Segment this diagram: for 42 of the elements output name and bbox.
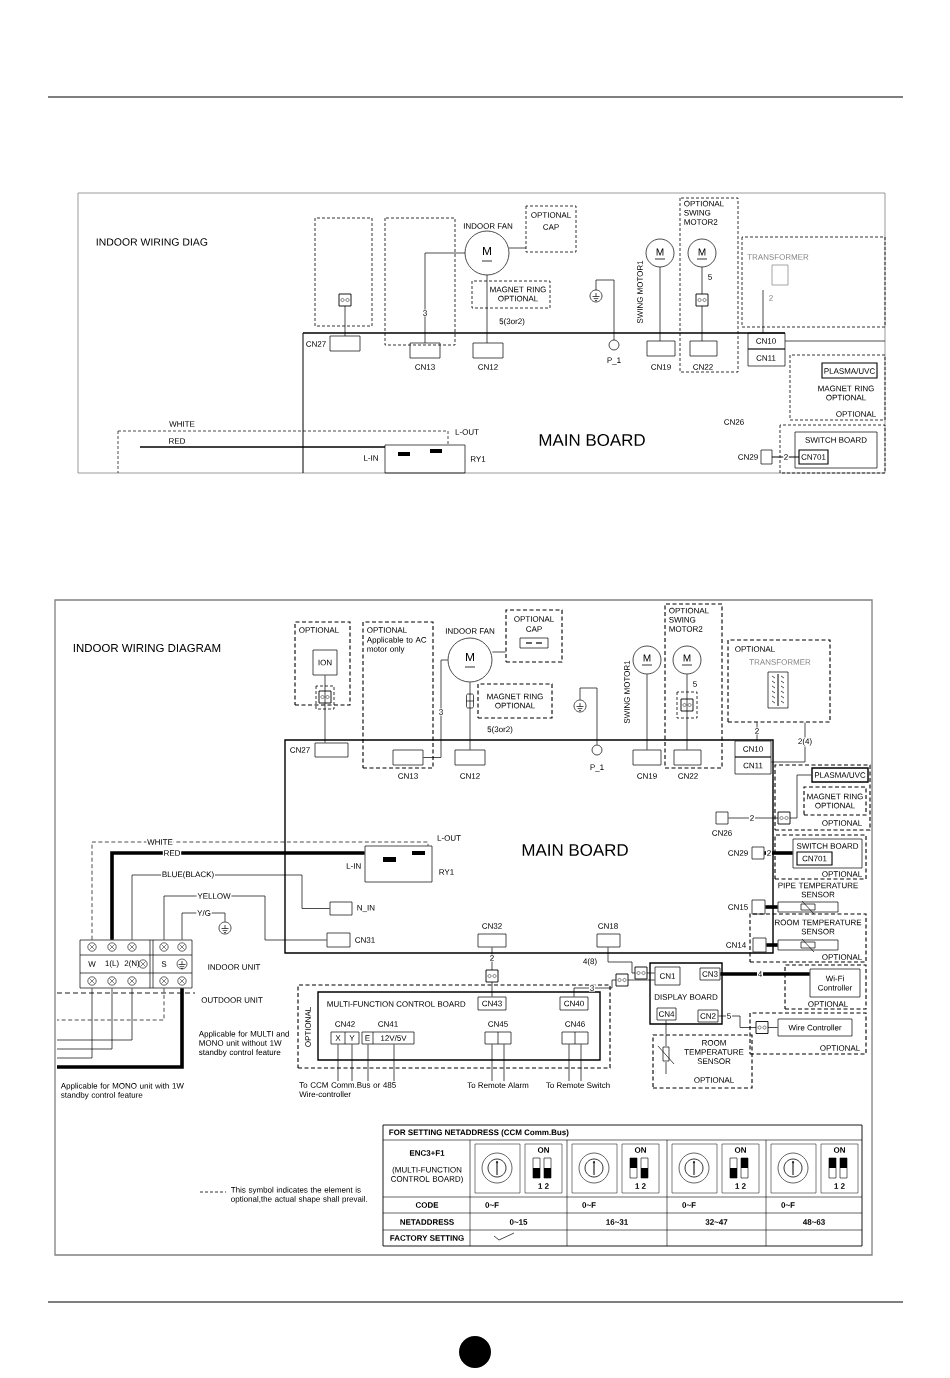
motor-label: M bbox=[656, 248, 664, 256]
wire bbox=[579, 687, 598, 745]
wire bbox=[491, 1044, 493, 1082]
diagram-title: INDOOR WIRING DIAGRAM bbox=[73, 643, 221, 653]
wire bbox=[469, 682, 471, 750]
motor-label: M bbox=[483, 246, 491, 256]
wire bbox=[568, 1044, 570, 1082]
wire bbox=[646, 674, 648, 750]
wire bbox=[181, 912, 226, 940]
wire bbox=[91, 841, 429, 940]
ground-symbol bbox=[573, 699, 587, 713]
wire bbox=[56, 988, 113, 1050]
wire bbox=[110, 851, 365, 940]
wire bbox=[56, 988, 133, 1041]
wire bbox=[756, 722, 758, 741]
wire bbox=[580, 1044, 582, 1082]
wire bbox=[56, 988, 165, 1021]
wire bbox=[771, 722, 806, 763]
wire bbox=[56, 988, 93, 1059]
wire bbox=[720, 972, 810, 976]
board-label: MAIN BOARD bbox=[539, 434, 645, 446]
wire bbox=[728, 774, 812, 819]
wire bbox=[665, 1020, 667, 1035]
wire bbox=[573, 979, 655, 997]
wire bbox=[765, 905, 778, 909]
wire bbox=[423, 659, 448, 758]
wire bbox=[766, 943, 778, 947]
ground-symbol bbox=[218, 921, 232, 935]
wire bbox=[718, 1015, 778, 1028]
wire bbox=[492, 651, 506, 653]
wire bbox=[351, 1044, 353, 1082]
wire bbox=[57, 988, 184, 1069]
motor-label: M bbox=[698, 248, 706, 256]
heading: INDOOR WIRING DIAG bbox=[96, 238, 208, 246]
wire bbox=[393, 1044, 395, 1082]
wire bbox=[503, 1044, 505, 1082]
wire bbox=[491, 947, 493, 997]
wire bbox=[686, 674, 688, 750]
wire bbox=[337, 1044, 339, 1082]
wire bbox=[607, 947, 655, 974]
wire bbox=[764, 851, 793, 855]
wire bbox=[367, 1044, 369, 1082]
